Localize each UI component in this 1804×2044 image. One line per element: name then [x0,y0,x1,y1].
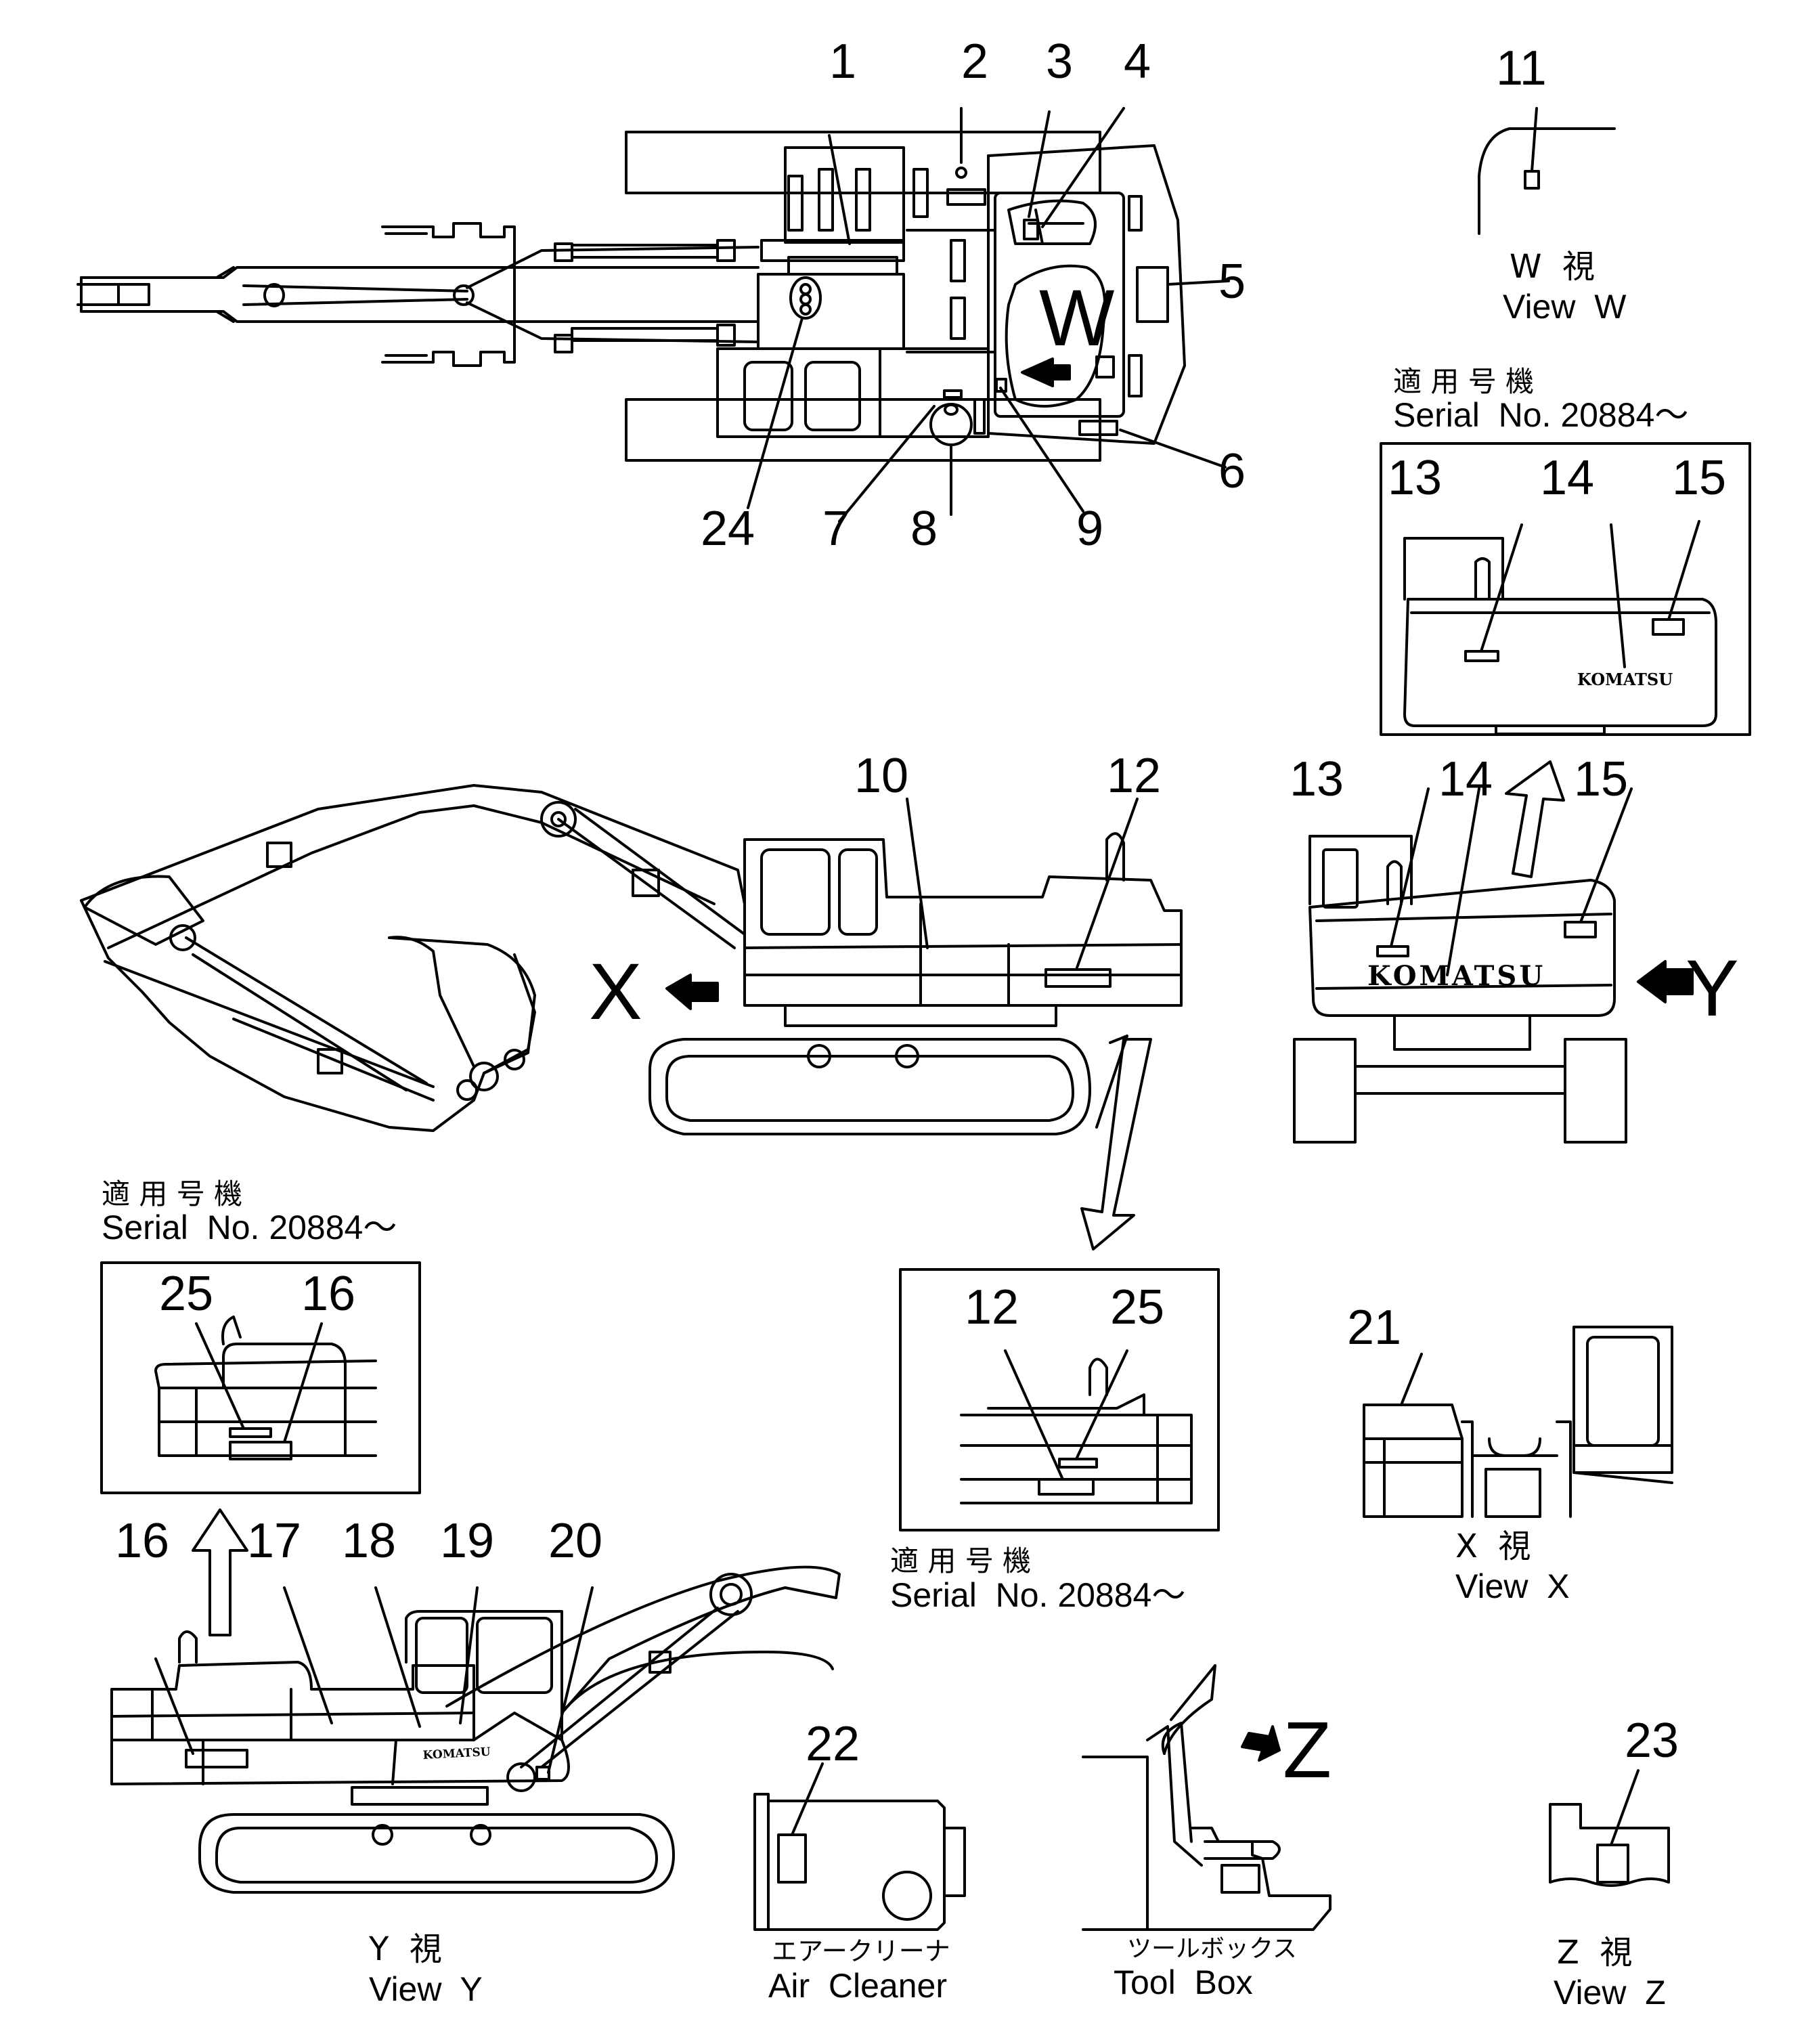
view-x-caption: View X [1455,1567,1570,1605]
callout-13-inset: 13 [1388,451,1442,505]
view-x-caption-jp: X 視 [1455,1527,1531,1565]
callout-25-mid: 25 [1110,1280,1164,1334]
callout-5: 5 [1218,255,1246,309]
callout-16-left: 16 [301,1267,355,1321]
callout-2: 2 [961,35,988,89]
tool-box-caption: Tool Box [1114,1963,1253,2001]
callout-4: 4 [1124,35,1151,89]
callout-20: 20 [548,1514,602,1568]
view-letter-y: Y [1686,944,1739,1033]
tool-box-sketch [1082,1664,1332,1931]
callout-3: 3 [1046,35,1073,89]
callout-8: 8 [910,502,938,556]
top-view-machine [76,107,1230,523]
view-z-caption-jp: Z 視 [1557,1934,1632,1972]
air-cleaner-caption: Air Cleaner [768,1967,947,2005]
callout-10: 10 [854,749,908,803]
y-view-machine [110,1565,841,1894]
arrow-view-y-inset [1505,760,1565,878]
view-letter-w: W [1039,274,1114,363]
callout-7: 7 [822,502,850,556]
callout-6: 6 [1218,444,1246,498]
serial-jp-mid: 適 用 号 機 [890,1544,1031,1578]
callout-15: 15 [1574,752,1628,806]
view-y-inset [1380,442,1751,736]
view-w-caption: View W [1503,288,1627,326]
tool-box-caption-jp: ツールボックス [1127,1935,1297,1963]
callout-16: 16 [115,1514,169,1568]
arrow-view-y-bottom [192,1508,248,1636]
logo-y-view: KOMATSU [422,1745,491,1762]
logo-inset: KOMATSU [1577,670,1673,689]
view-letter-z: Z [1283,1705,1332,1795]
callout-1: 1 [829,35,856,89]
side-view-machine [80,784,1183,1135]
callout-22: 22 [806,1717,860,1771]
callout-24: 24 [701,502,755,556]
serial-text-left: Serial No. 20884～ [102,1209,397,1246]
callout-25-left: 25 [159,1267,213,1321]
callout-21: 21 [1347,1301,1401,1355]
callout-13: 13 [1290,752,1344,806]
callout-19: 19 [440,1514,494,1568]
serial-text-mid: Serial No. 20884～ [890,1576,1185,1614]
air-cleaner-caption-jp: エアークリーナ [772,1936,950,1966]
view-z-sketch [1549,1769,1670,1887]
callout-12-mid: 12 [965,1280,1019,1334]
logo-right-side: KOMATSU [1367,960,1545,992]
callout-14-inset: 14 [1540,451,1594,505]
serial-jp-left: 適 用 号 機 [102,1177,242,1211]
callout-11: 11 [1496,41,1547,95]
left-inset [100,1261,421,1494]
view-y-caption-jp: Y 視 [368,1930,442,1968]
view-letter-x: X [589,947,642,1037]
callout-15-inset: 15 [1672,451,1726,505]
callout-18: 18 [342,1514,396,1568]
callout-9: 9 [1076,502,1103,556]
middle-inset [899,1268,1220,1531]
serial-jp-top: 適 用 号 機 [1393,365,1534,398]
serial-text-top: Serial No. 20884～ [1393,396,1688,434]
callout-numbers: 1 2 3 4 5 6 24 7 8 9 11 13 14 15 10 12 1… [102,35,1739,2012]
callout-23: 23 [1625,1714,1679,1768]
callout-17: 17 [247,1514,301,1568]
view-x-sketch [1363,1326,1673,1518]
view-w-caption-jp: W 視 [1510,248,1595,286]
view-z-caption: View Z [1554,1974,1666,2012]
view-w-sketch [1478,107,1616,235]
callout-12: 12 [1107,749,1161,803]
callout-14: 14 [1438,752,1493,806]
right-side-view-machine [1293,787,1694,1144]
view-y-caption: View Y [369,1970,483,2008]
air-cleaner-sketch [753,1762,966,1931]
arrow-view-x-inset [1080,1038,1152,1251]
